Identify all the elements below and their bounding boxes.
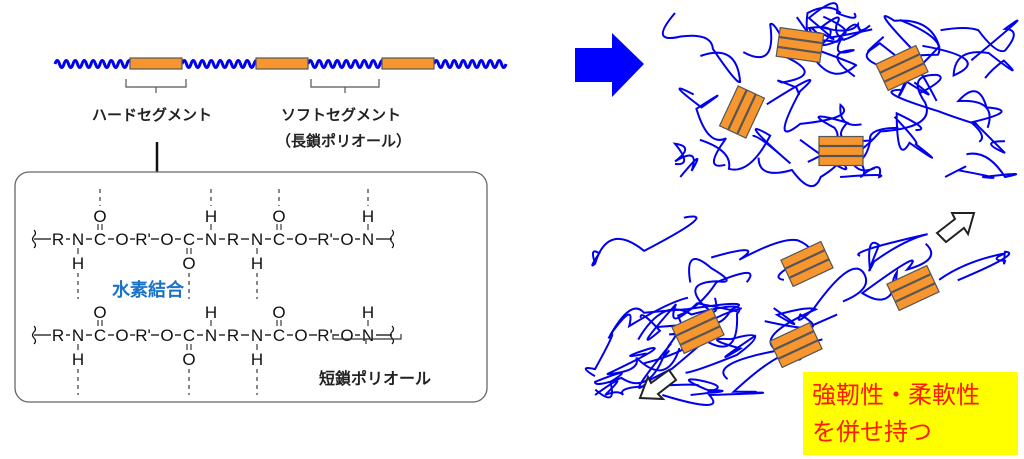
atom-label: H <box>362 207 374 226</box>
hard-segment-block <box>382 58 434 69</box>
atom-label: N <box>251 230 263 249</box>
hard-segment-block <box>819 147 863 156</box>
polymer-chain-strand <box>939 252 1009 280</box>
property-line-1: 強靭性・柔軟性 <box>812 381 980 409</box>
atom-label: N <box>72 326 84 345</box>
hard-domain-stack <box>776 28 824 63</box>
atom-label: R <box>227 230 239 249</box>
hard-segment-block <box>819 137 863 146</box>
atom-label: O <box>182 350 195 369</box>
atom-label: N <box>205 230 217 249</box>
polymer-chain-strand <box>675 144 697 177</box>
atom-label: O <box>93 207 106 226</box>
polymer-chain-strand <box>895 113 933 157</box>
soft-segment-brace <box>311 79 379 93</box>
atom-label: R' <box>317 326 333 345</box>
soft-segment-wave <box>308 61 389 68</box>
atom-label: O <box>294 230 307 249</box>
atom-label: C <box>273 230 285 249</box>
polymer-chain-strand <box>941 21 1018 61</box>
atom-label: O <box>182 254 195 273</box>
atom-label: N <box>72 230 84 249</box>
polymer-chain-strand <box>945 154 1016 178</box>
atom-label: O <box>160 326 173 345</box>
atom-label: R <box>227 326 239 345</box>
polymer-chain-strand <box>663 13 740 82</box>
atom-label: H <box>251 254 263 273</box>
hard-domain-stack <box>876 46 928 91</box>
soft-segment-label: ソフトセグメント <box>281 106 401 124</box>
hydrogen-bond-label: 水素結合 <box>112 279 185 301</box>
atom-label: N <box>251 326 263 345</box>
polymer-chain-strand <box>958 91 1001 142</box>
soft-segment-wave <box>434 61 506 68</box>
atom-label: C <box>183 230 195 249</box>
atom-label: H <box>362 303 374 322</box>
atom-label: R' <box>317 230 333 249</box>
soft-segment-wave <box>55 61 136 68</box>
atom-label: O <box>115 230 128 249</box>
atom-label: O <box>272 207 285 226</box>
atom-label: C <box>94 326 106 345</box>
atom-label: O <box>115 326 128 345</box>
hard-segment-block <box>256 58 308 69</box>
hard-segment-block <box>130 58 182 69</box>
atom-label: R <box>52 326 64 345</box>
atom-label: H <box>72 254 84 273</box>
soft-segment-sublabel: （長鎖ポリオール） <box>276 132 411 150</box>
transition-arrow-icon <box>575 33 644 97</box>
atom-label: O <box>160 230 173 249</box>
hard-segment-brace <box>126 79 186 93</box>
aligned-hard-domains <box>672 242 939 368</box>
atom-label: R' <box>135 326 151 345</box>
atom-label: H <box>205 303 217 322</box>
atom-label: O <box>93 303 106 322</box>
atom-label: N <box>362 230 374 249</box>
atom-label: N <box>362 326 374 345</box>
atom-label: H <box>205 207 217 226</box>
atom-label: R' <box>135 230 151 249</box>
polymer-chain-strand <box>592 217 696 266</box>
atom-label: H <box>251 350 263 369</box>
atom-label: N <box>205 326 217 345</box>
stretch-arrow-down-left-icon <box>640 370 676 399</box>
stretch-arrow-up-right-icon <box>937 213 974 242</box>
polymer-chain-strand <box>679 88 726 165</box>
hard-domain-stack <box>819 137 863 166</box>
atom-label: R <box>52 230 64 249</box>
atom-label: H <box>72 350 84 369</box>
hard-domain-stack <box>781 242 833 287</box>
hard-segment-label: ハードセグメント <box>92 106 212 124</box>
property-line-2: を併せ持つ <box>812 418 932 446</box>
atom-label: O <box>294 326 307 345</box>
short-polyol-label: 短鎖ポリオール <box>319 369 431 388</box>
atom-label: C <box>273 326 285 345</box>
hard-domain-stack <box>887 266 939 311</box>
polymer-chain-strand <box>765 269 866 328</box>
hard-segment-block <box>819 157 863 166</box>
atom-label: O <box>340 326 353 345</box>
atom-label: O <box>272 303 285 322</box>
atom-label: C <box>183 326 195 345</box>
atom-label: C <box>94 230 106 249</box>
soft-segment-wave <box>182 61 263 68</box>
segmented-polymer-chain <box>55 58 506 69</box>
atom-label: O <box>340 230 353 249</box>
polymer-chain-strand <box>689 379 723 395</box>
